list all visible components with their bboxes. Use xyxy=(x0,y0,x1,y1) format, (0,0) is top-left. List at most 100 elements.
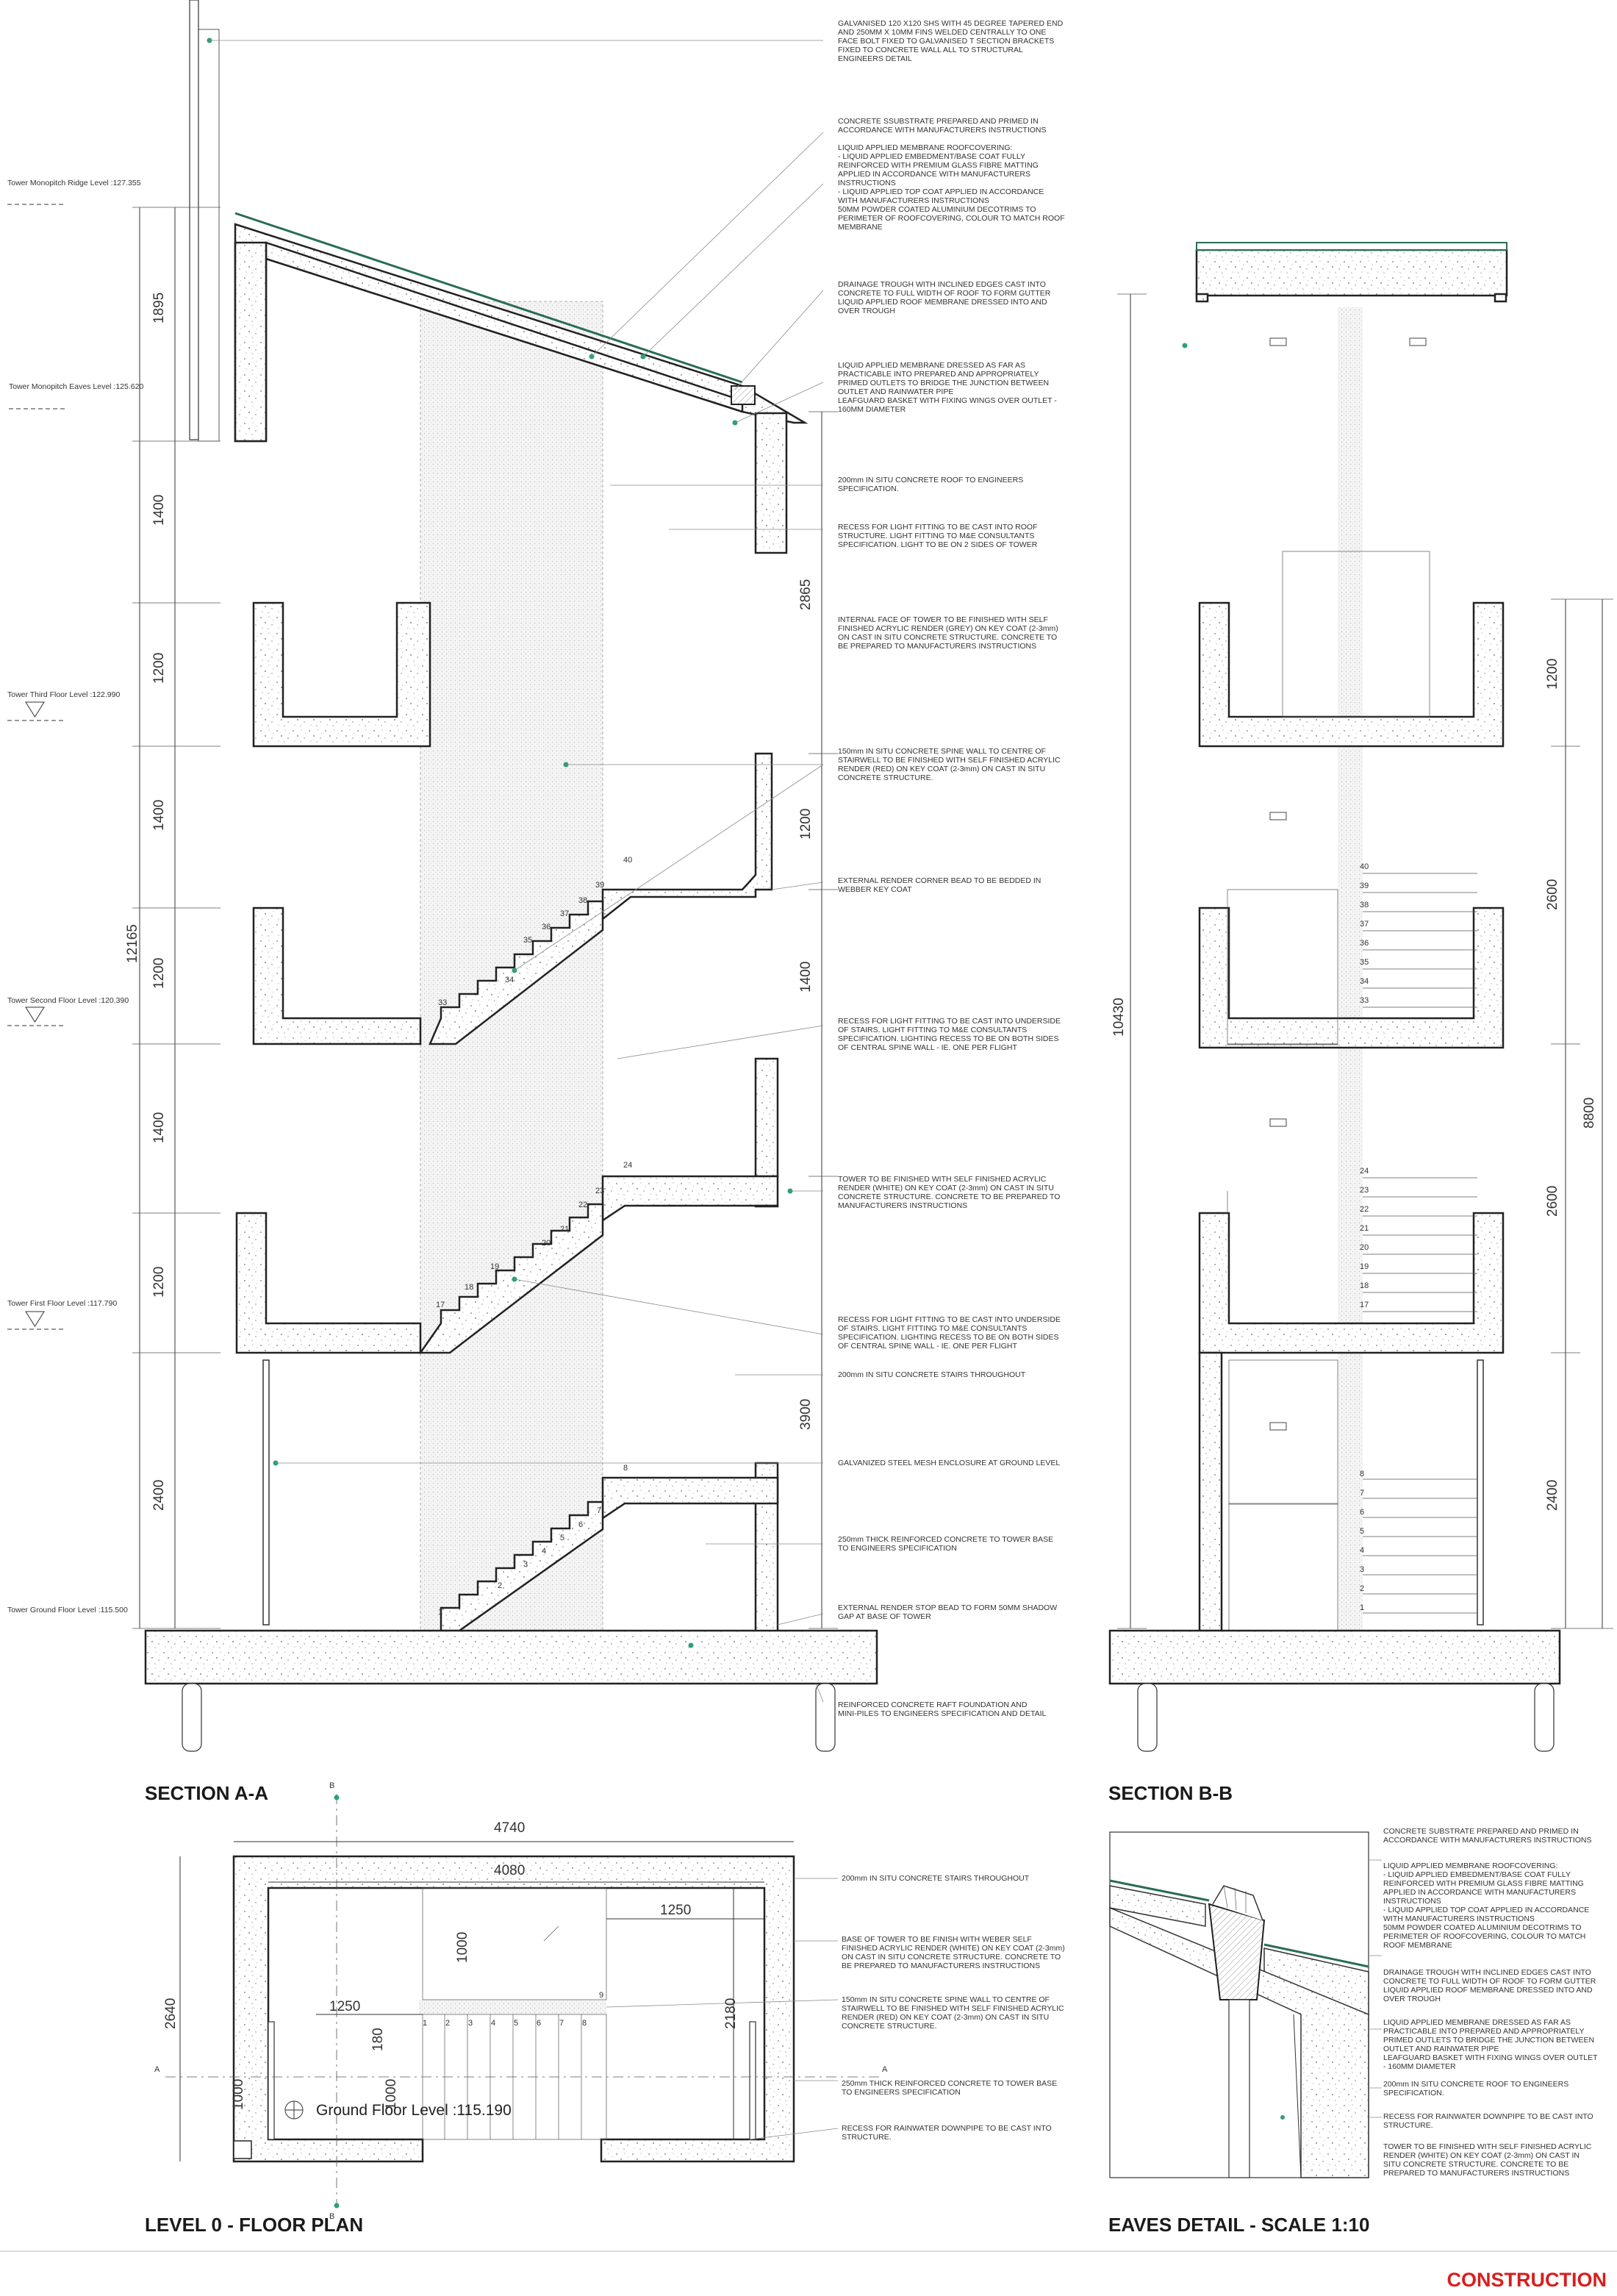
plan-walls xyxy=(232,1855,795,2163)
dim-b-4: 2400 xyxy=(1545,1480,1560,1511)
plan-notes: 200mm IN SITU CONCRETE STAIRS THROUGHOUT… xyxy=(842,1874,1065,2142)
step-a: 36 xyxy=(542,923,551,931)
note-a: DRAINAGE TROUGH WITH INCLINED EDGES CAST… xyxy=(838,280,1051,315)
wall-right-upper xyxy=(754,412,788,554)
plan-step: 2 xyxy=(445,2019,450,2028)
section-mark-right: A xyxy=(882,2065,888,2074)
step-b: 1 xyxy=(1360,1603,1364,1612)
step-b: 19 xyxy=(1360,1262,1369,1271)
step-b: 5 xyxy=(1360,1527,1364,1536)
step-b: 21 xyxy=(1360,1224,1369,1233)
plan-dim-1250-left: 1250 xyxy=(329,1999,360,2014)
step-b: 24 xyxy=(1360,1167,1369,1176)
dim-a-7: 1200 xyxy=(151,1267,167,1298)
step-a: 4 xyxy=(542,1547,546,1556)
dim-b-3: 2600 xyxy=(1545,1186,1560,1217)
raft-b xyxy=(1108,1629,1561,1685)
level-third: Tower Third Floor Level :122.990 xyxy=(7,690,120,699)
dims-bb: 10430 1200 2600 2600 2400 8800 xyxy=(1111,659,1597,1511)
dim-a-4: 1400 xyxy=(151,800,167,831)
plan-spine xyxy=(419,2000,606,2014)
level-eaves: Tower Monopitch Eaves Level :125.620 xyxy=(9,382,143,391)
step-b: 7 xyxy=(1360,1489,1364,1498)
note-a: RECESS FOR LIGHT FITTING TO BE CAST INTO… xyxy=(838,1017,1061,1052)
level-ridge: Tower Monopitch Ridge Level :127.355 xyxy=(7,179,141,187)
third-floor-b xyxy=(1198,601,1505,748)
step-a: 18 xyxy=(465,1283,473,1292)
raft-foundation xyxy=(144,1629,878,1685)
wall-ground-left-b xyxy=(1198,1351,1223,1632)
dim-b-2: 2600 xyxy=(1545,879,1560,910)
dim-a-5: 1200 xyxy=(151,958,167,989)
dims-aa-left: 1895 1400 1200 1400 1200 1400 1200 2400 … xyxy=(125,293,167,1511)
note-a: GALVANIZED STEEL MESH ENCLOSURE AT GROUN… xyxy=(838,1459,1060,1467)
plan-note: 200mm IN SITU CONCRETE STAIRS THROUGHOUT xyxy=(842,1874,1030,1883)
step-a: 37 xyxy=(560,909,569,918)
titles: SECTION A-A SECTION B-B LEVEL 0 - FLOOR … xyxy=(145,1782,1369,2236)
note-a: 200mm IN SITU CONCRETE STAIRS THROUGHOUT xyxy=(838,1370,1026,1379)
north-mark-top: B xyxy=(329,1781,334,1790)
plan-dim-2640: 2640 xyxy=(163,1998,179,2029)
note-a: LIQUID APPLIED MEMBRANE DRESSED AS FAR A… xyxy=(838,361,1057,414)
title-eaves-detail: EAVES DETAIL - SCALE 1:10 xyxy=(1108,2214,1369,2236)
step-a: 40 xyxy=(623,856,632,865)
eaves-note: 200mm IN SITU CONCRETE ROOF TO ENGINEERS… xyxy=(1383,2080,1568,2097)
title-section-aa: SECTION A-A xyxy=(145,1782,268,1804)
step-a: 22 xyxy=(578,1201,587,1209)
step-a: 33 xyxy=(438,998,447,1007)
mini-pile-right xyxy=(815,1683,836,1752)
plan-dim-inner: 4080 xyxy=(494,1863,525,1878)
dim-a-1: 1895 xyxy=(151,293,167,323)
spine-b xyxy=(1338,307,1363,1631)
title-section-bb: SECTION B-B xyxy=(1108,1782,1233,1804)
step-b: 38 xyxy=(1360,901,1369,909)
note-a: CONCRETE SSUBSTRATE PREPARED AND PRIMED … xyxy=(838,117,1047,135)
flight-1-8 xyxy=(440,1501,604,1632)
step-b: 37 xyxy=(1360,920,1369,929)
eaves-detail xyxy=(1109,1831,1382,2178)
step-a: 39 xyxy=(595,881,604,890)
eaves-note: DRAINAGE TROUGH WITH INCLINED EDGES CAST… xyxy=(1383,1968,1596,2003)
plan-dim-width: 4740 xyxy=(494,1820,525,1836)
plan-step: 9 xyxy=(599,1991,603,2000)
note-a: RECESS FOR LIGHT FITTING TO BE CAST INTO… xyxy=(838,523,1038,549)
eaves-notes: CONCRETE SUBSTRATE PREPARED AND PRIMED I… xyxy=(1383,1827,1598,2178)
step-a: 2 xyxy=(498,1581,502,1590)
note-a: 150mm IN SITU CONCRETE SPINE WALL TO CEN… xyxy=(838,747,1061,782)
north-mark-bottom: B xyxy=(329,2212,334,2221)
plan-step: 5 xyxy=(514,2019,518,2028)
dim-a-2: 1400 xyxy=(151,495,167,526)
dim-ar-4: 3900 xyxy=(798,1399,814,1430)
note-a: TOWER TO BE FINISHED WITH SELF FINISHED … xyxy=(838,1175,1060,1210)
plan-step: 1 xyxy=(423,2019,427,2028)
eaves-note: TOWER TO BE FINISHED WITH SELF FINISHED … xyxy=(1383,2142,1592,2178)
step-a: 34 xyxy=(505,976,514,984)
dim-ar-2: 1200 xyxy=(798,809,814,840)
dim-a-6: 1400 xyxy=(151,1112,167,1143)
flight-33-40 xyxy=(429,900,604,1045)
landing-8 xyxy=(601,1476,779,1520)
plan-step: 4 xyxy=(491,2019,495,2028)
step-b: 2 xyxy=(1360,1584,1364,1593)
second-floor-slab xyxy=(252,906,422,1045)
first-floor-slab xyxy=(235,1212,422,1354)
step-a: 3 xyxy=(523,1560,528,1569)
dim-b-total: 10430 xyxy=(1111,998,1127,1037)
gutter xyxy=(731,385,756,405)
second-floor-b xyxy=(1198,906,1505,1049)
plan-dim-1000-b: 1000 xyxy=(384,2079,399,2110)
note-a: EXTERNAL RENDER STOP BEAD TO FORM 50MM S… xyxy=(838,1603,1057,1621)
step-b: 36 xyxy=(1360,939,1369,948)
step-b: 4 xyxy=(1360,1546,1364,1555)
dim-ar-3: 1400 xyxy=(798,962,814,993)
step-b: 39 xyxy=(1360,881,1369,890)
floor-plan xyxy=(165,1794,882,2209)
step-a: 7 xyxy=(597,1506,601,1515)
level-ground: Tower Ground Floor Level :115.500 xyxy=(7,1606,128,1614)
plan-dim-2180: 2180 xyxy=(723,1998,739,2029)
mini-pile-left xyxy=(182,1683,202,1752)
step-a: 1 xyxy=(438,1608,442,1617)
step-a: 21 xyxy=(560,1225,569,1234)
note-a: INTERNAL FACE OF TOWER TO BE FINISHED WI… xyxy=(838,615,1058,651)
